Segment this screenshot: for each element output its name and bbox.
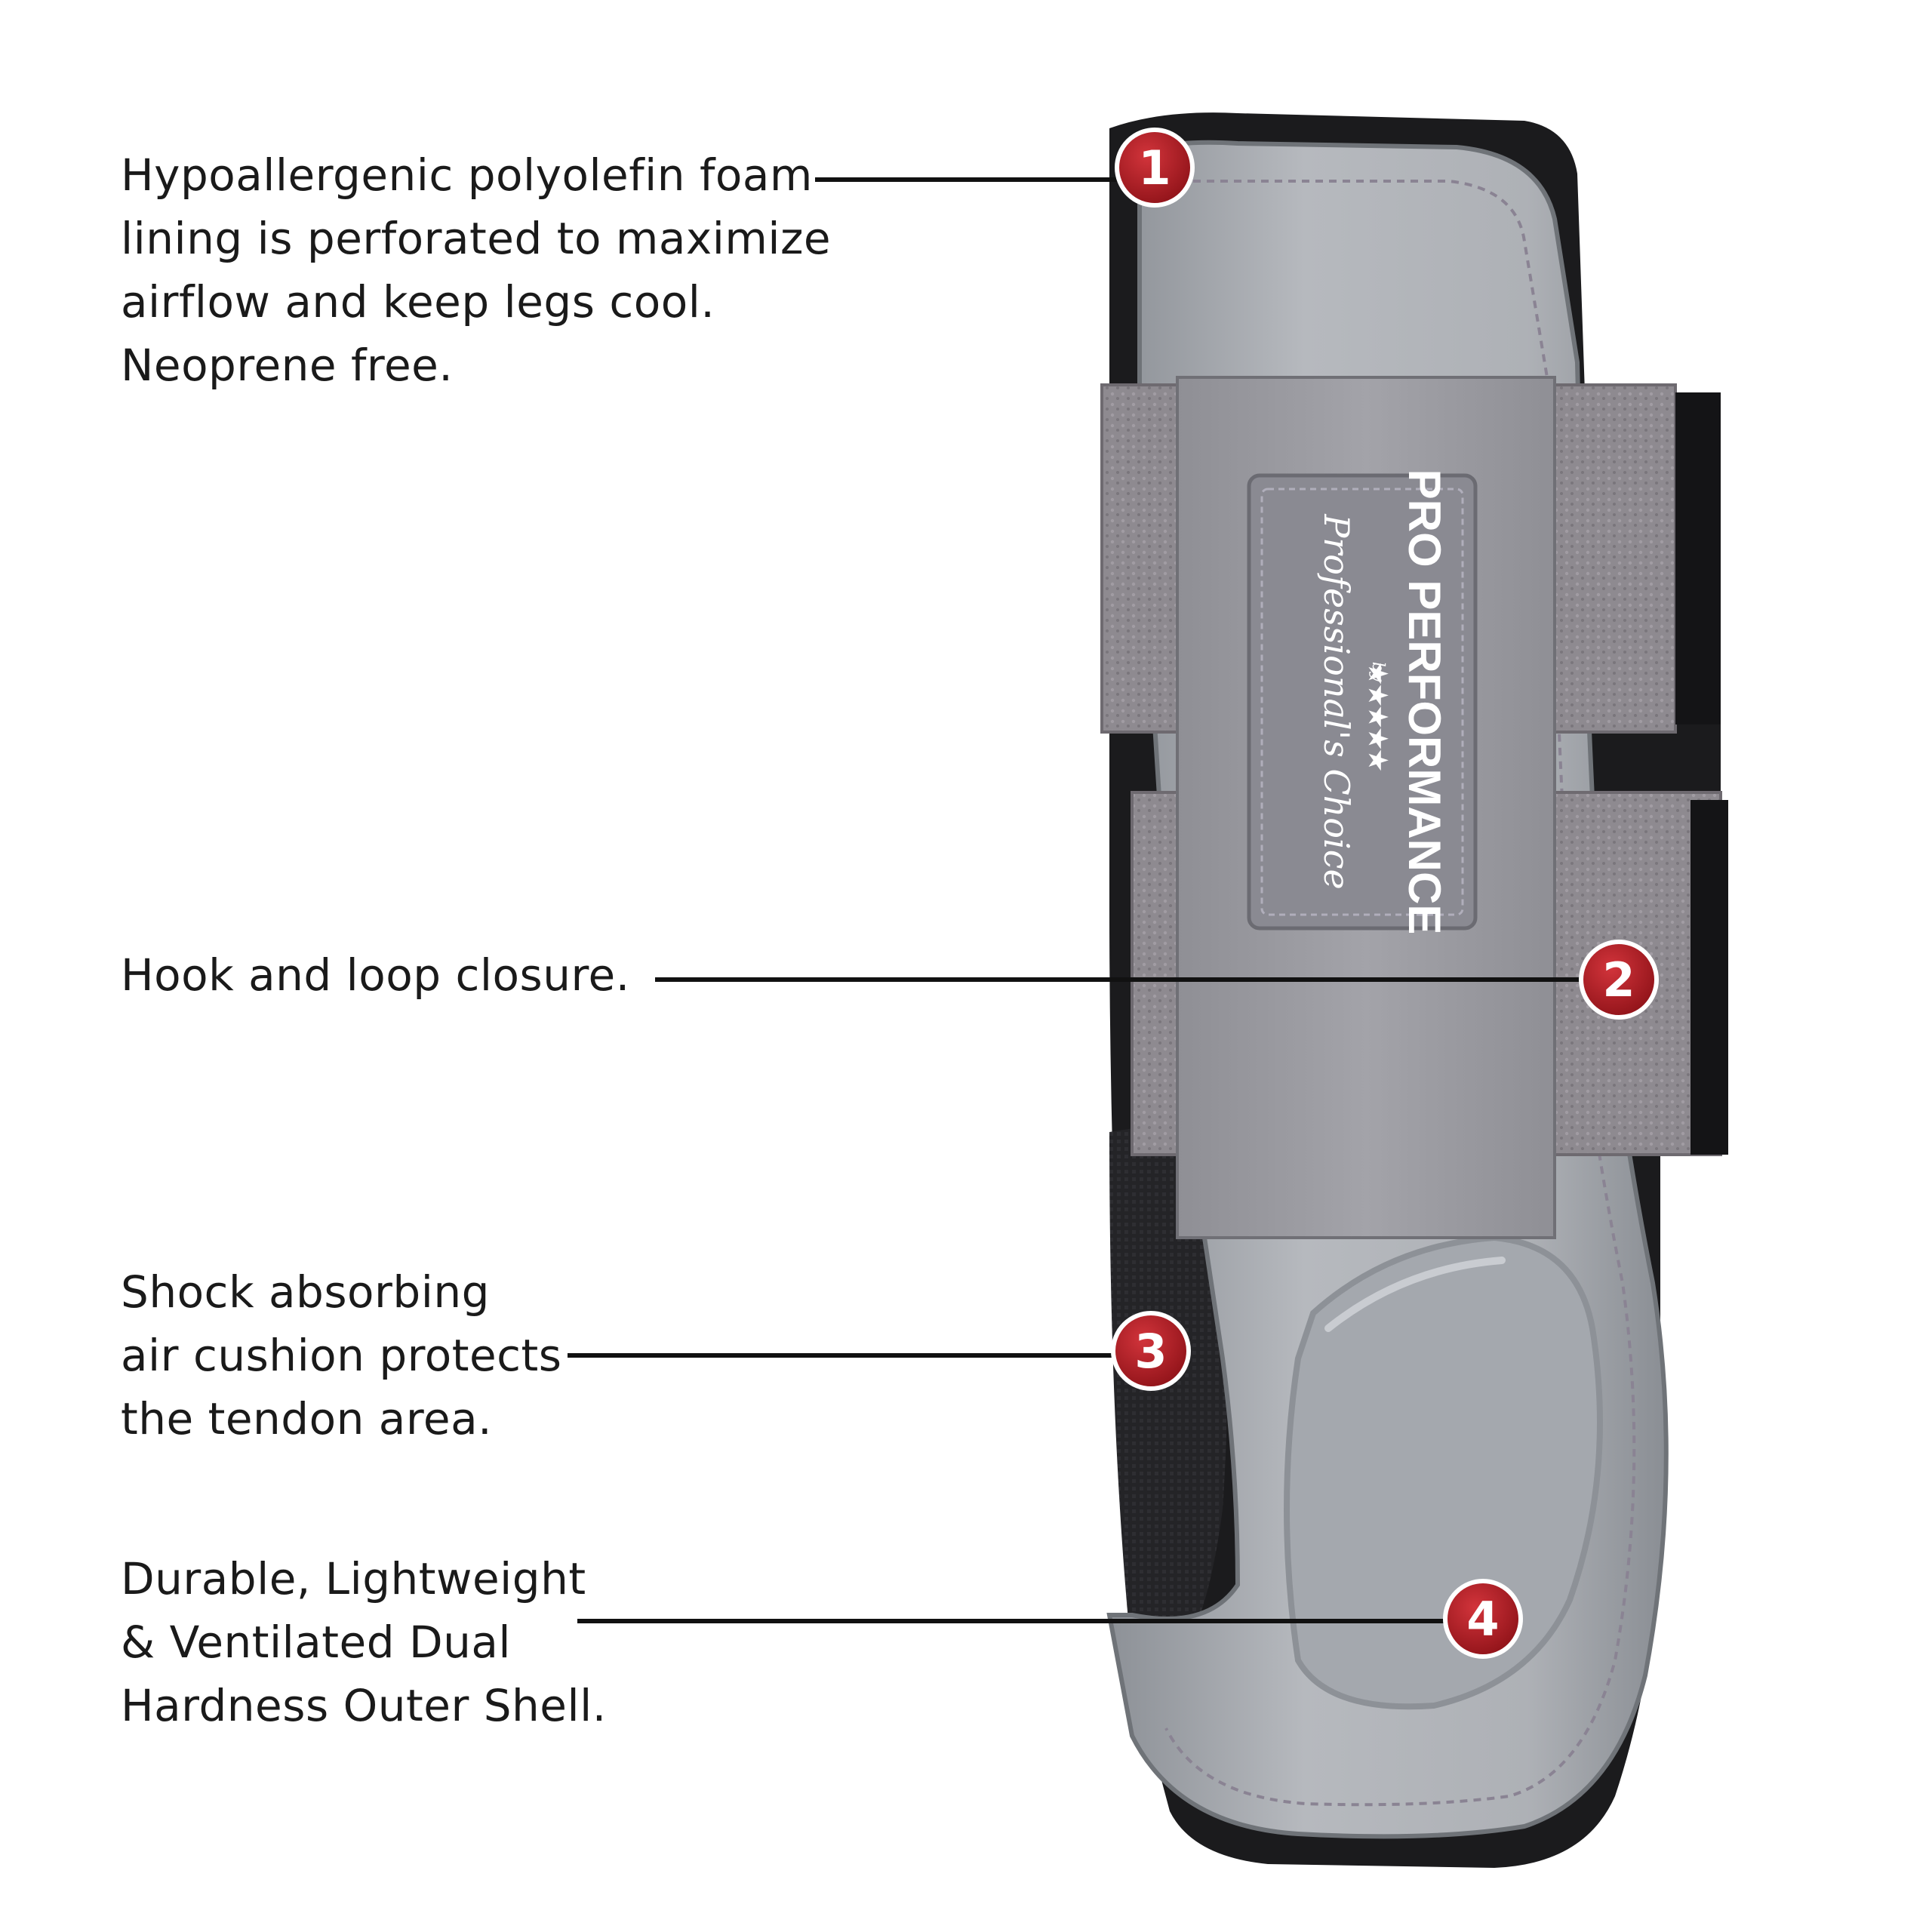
callout-4-line-3: Hardness Outer Shell.: [121, 1680, 607, 1731]
badge-2: 2: [1579, 940, 1659, 1020]
callout-text-1: Hypoallergenic polyolefin foam lining is…: [121, 143, 831, 397]
logo-patch-stitch: [1260, 488, 1464, 916]
callout-1-line-2: lining is perforated to maximize: [121, 213, 832, 264]
badge-3: 3: [1111, 1311, 1191, 1391]
callout-text-3: Shock absorbing air cushion protects the…: [121, 1260, 562, 1451]
callout-1-line-3: airflow and keep legs cool.: [121, 276, 715, 328]
callout-1-line-1: Hypoallergenic polyolefin foam: [121, 149, 813, 201]
callout-3-line-3: the tendon area.: [121, 1393, 493, 1444]
logo-line-1: PRO PERFORMANCE: [1399, 469, 1450, 935]
badge-1-number: 1: [1138, 140, 1171, 195]
strap-end-upper: [1675, 392, 1721, 724]
callout-4-line-2: & Ventilated Dual: [121, 1617, 512, 1668]
badge-3-number: 3: [1134, 1324, 1167, 1379]
badge-1: 1: [1115, 128, 1195, 208]
cushion-highlight: [1324, 1257, 1506, 1332]
callout-text-2: Hook and loop closure.: [121, 943, 630, 1007]
callout-3-line-2: air cushion protects: [121, 1330, 562, 1381]
logo-stars: ★★★★★: [1364, 663, 1392, 771]
logo-line-2: by: [1368, 662, 1387, 682]
callout-2-line-1: Hook and loop closure.: [121, 949, 630, 1001]
logo-line-3: Professional's Choice: [1316, 513, 1357, 889]
callout-3-line-1: Shock absorbing: [121, 1266, 490, 1318]
strap-end-lower: [1690, 800, 1728, 1155]
badge-2-number: 2: [1602, 952, 1635, 1008]
logo-patch: [1247, 473, 1478, 931]
badge-4: 4: [1443, 1579, 1523, 1659]
logo-text-group: PRO PERFORMANCE by ★★★★★ Professional's …: [1316, 469, 1450, 935]
callout-4-line-1: Durable, Lightweight: [121, 1553, 586, 1604]
badge-4-number: 4: [1466, 1592, 1499, 1647]
mesh-panel: [1109, 1117, 1228, 1660]
callout-1-line-4: Neoprene free.: [121, 340, 454, 391]
callout-text-4: Durable, Lightweight & Ventilated Dual H…: [121, 1547, 607, 1737]
